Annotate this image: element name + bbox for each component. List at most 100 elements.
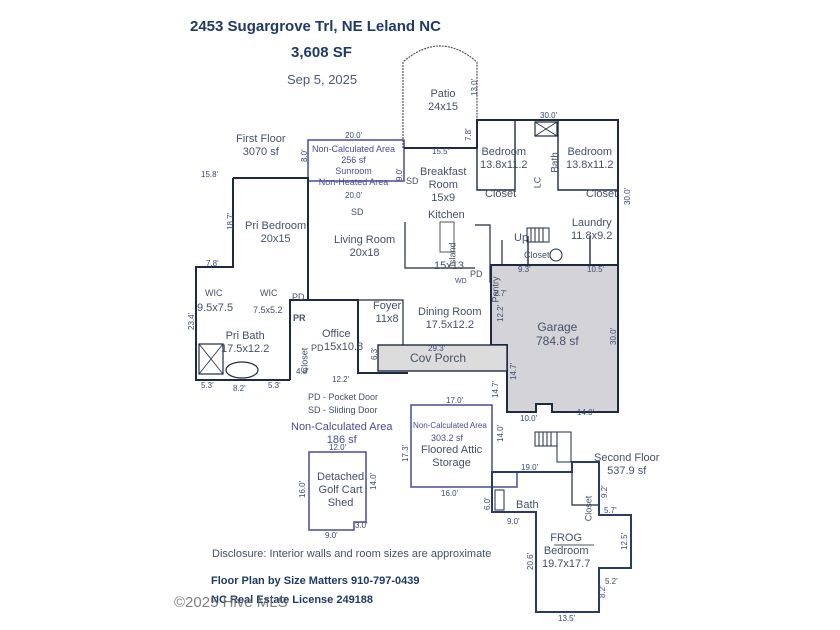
water-heater [549, 248, 563, 262]
office-size: 15x10.8 [324, 341, 364, 353]
room-name: Pri Bath [225, 330, 265, 342]
legend-sliding-door: SD - Sliding Door [308, 405, 378, 415]
room-sunroom: Non-Calculated Area 256 sf Sunroom Non-H… [312, 144, 395, 188]
room-closet-right: Closet [586, 188, 618, 200]
shower [198, 343, 224, 375]
dim-beds-right: 30.0' [623, 187, 632, 205]
kitchen-counter [404, 222, 475, 269]
room-name: WIC [205, 288, 223, 298]
dim-office-bottom: 12.2' [332, 375, 350, 384]
room-dining: Dining Room 17.5x12.2 [418, 306, 482, 332]
bathtub [225, 361, 259, 379]
dim-sun-right: 9.0' [395, 168, 404, 181]
room-wic-right: WIC [260, 288, 278, 298]
dim-pri-left: 18.7' [226, 212, 235, 230]
license-line: NC Real Estate License 249188 [211, 594, 374, 606]
room-name: Bedroom [567, 146, 613, 158]
dim-shed-right: 14.0' [369, 472, 378, 490]
dim-gar-right: 30.0' [609, 327, 618, 345]
room-size: 11x8 [375, 313, 399, 325]
dim-patio-right: 13.0' [470, 78, 479, 96]
room-closet-second: Closet [583, 495, 594, 522]
noncalc-title: Non-Calculated Area [312, 144, 396, 154]
closet-second-wall [571, 472, 599, 506]
credit-line: Floor Plan by Size Matters 910-797-0439 [211, 575, 420, 587]
legend-pocket-door: PD - Pocket Door [308, 392, 379, 402]
room-size: 15x9 [431, 192, 456, 204]
dim-attic-left: 17.3' [401, 444, 410, 462]
room-name: Sunroom [335, 166, 372, 176]
room-office: Office [322, 328, 351, 340]
room-closet-left: Closet [485, 188, 517, 200]
dim-porch-side: 6.3' [370, 347, 379, 360]
room-pri-bedroom: Pri Bedroom 20x15 [245, 220, 306, 246]
dim-patio-lower: 7.8' [464, 128, 473, 141]
wall-pri-left [195, 178, 290, 381]
room-lc: LC [532, 176, 543, 189]
dim-wic-top: 7.8' [206, 259, 219, 268]
first-floor-label: First Floor 3070 sf [236, 133, 286, 159]
dim-s2-82: 8.2' [598, 585, 607, 598]
room-name-2: Golf Cart [318, 484, 363, 496]
kitchen-island-label: Island [447, 242, 458, 267]
dim-gar-100: 10.0' [520, 414, 538, 423]
room-cov-porch: Cov Porch [410, 351, 467, 365]
room-shed: Detached Golf Cart Shed [317, 471, 364, 510]
dim-beds-top: 30.0' [540, 111, 558, 120]
dim-s2-top: 19.0' [521, 463, 539, 472]
room-size: 13.8x11.2 [480, 159, 528, 171]
room-name: Breakfast [420, 166, 467, 178]
shed-noncalc: Non-Calculated Area 186 sf [291, 421, 393, 447]
room-name: Pri Bedroom [245, 220, 307, 232]
second-floor-area: 537.9 sf [607, 465, 647, 477]
room-foyer: Foyer 11x8 [373, 300, 401, 326]
second-floor-outline [491, 461, 632, 613]
dim-hall-b2: 4.8' [296, 367, 309, 376]
room-powder-room: PR [293, 313, 306, 323]
dim-gar-93: 9.3' [518, 265, 531, 274]
room-garage: Garage 784.8 sf [536, 320, 579, 348]
dim-bath-left: 23.4' [187, 312, 196, 330]
wic-left-size: 9.5x7.5 [197, 302, 234, 314]
dim-porch-top: 29.3' [428, 344, 446, 353]
wall-breakfast [404, 119, 619, 265]
dim-s2-206: 20.6' [526, 552, 535, 570]
dim-bath-b1: 5.3' [201, 381, 214, 390]
attic-noncalc-title: Non-Calculated Area [413, 421, 487, 430]
room-name-2: Storage [432, 457, 471, 469]
second-floor-label: Second Floor 537.9 sf [594, 452, 659, 478]
dim-gar-27: 2.7' [494, 289, 507, 298]
room-name: Floored Attic [421, 444, 483, 456]
room-name: Detached [317, 471, 365, 483]
wic-right-size: 7.5x5.2 [253, 305, 283, 315]
room-name: FROG [550, 532, 583, 544]
sd-label-breakfast: SD [406, 176, 419, 186]
dim-sun-top: 20.0' [345, 131, 363, 140]
dim-br-top: 15.5' [432, 147, 450, 156]
patio-outline [402, 45, 478, 148]
first-floor-area: 3070 sf [242, 146, 279, 158]
wall-bedrooms-right [557, 120, 618, 191]
dim-s2-60: 6.0' [483, 497, 492, 510]
dim-s2-135: 13.5' [558, 614, 576, 623]
dim-shed-bottom: 9.0' [325, 531, 338, 540]
attic-area: 303.2 sf [431, 433, 464, 443]
room-area: 256 sf [341, 155, 366, 165]
room-bedroom-left: Bedroom 13.8x11.2 [480, 146, 528, 172]
sunroom-outline [307, 139, 405, 182]
room-size: 13.8x11.2 [566, 159, 614, 171]
legend: PD - Pocket Door SD - Sliding Door [308, 391, 378, 417]
room-size: 11.8x9.2 [571, 230, 613, 242]
room-bedroom-right: Bedroom 13.8x11.2 [566, 146, 614, 172]
first-floor-name: First Floor [236, 133, 286, 145]
washer-dryer-label: WD [455, 278, 467, 285]
room-size: 17.5x12.2 [425, 319, 474, 331]
room-note: Non-Heated Area [318, 177, 389, 187]
wall-bedrooms [476, 120, 516, 191]
sd-label-sunroom: SD [351, 207, 364, 217]
room-laundry: Laundry 11.8x9.2 [571, 217, 612, 243]
bath-shower [534, 121, 558, 137]
room-closet-stair: Closet [524, 250, 550, 260]
wall-pri-bedroom [233, 177, 309, 280]
